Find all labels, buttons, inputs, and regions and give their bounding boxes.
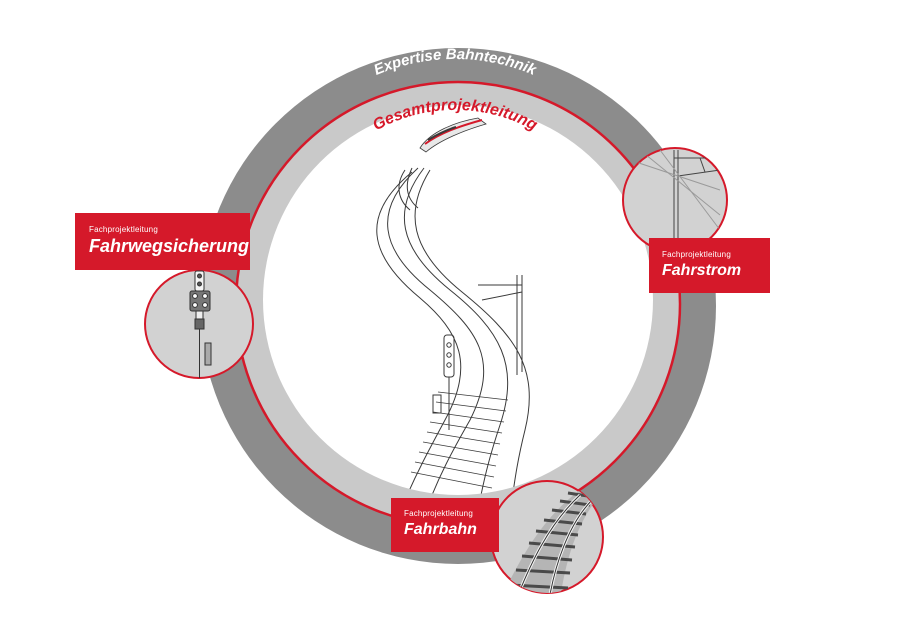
- fahrwegsicherung-sub: Fachprojektleitung: [89, 225, 158, 234]
- railway-signal-icon: [189, 270, 212, 378]
- fahrbahn-box: [391, 498, 499, 552]
- fahrstrom-title: Fahrstrom: [662, 262, 742, 279]
- train-icon: [419, 117, 487, 153]
- track-inset: [490, 480, 604, 594]
- fahrbahn-title: Fahrbahn: [404, 521, 477, 538]
- fahrbahn-label: Fachprojektleitung Fahrbahn: [391, 498, 499, 552]
- fahrwegsicherung-box: [75, 213, 250, 270]
- fahrstrom-sub: Fachprojektleitung: [662, 250, 731, 259]
- center-area: [263, 105, 653, 495]
- fahrbahn-sub: Fachprojektleitung: [404, 509, 473, 518]
- fahrstrom-box: [649, 238, 770, 293]
- catenary-inset: [622, 147, 728, 253]
- fahrwegsicherung-label: Fachprojektleitung Fahrwegsicherung: [75, 213, 250, 270]
- fahrstrom-label: Fachprojektleitung Fahrstrom: [649, 238, 770, 293]
- fahrwegsicherung-title: Fahrwegsicherung: [89, 236, 250, 256]
- signal-inset: [144, 269, 254, 379]
- railway-track-illustration: [376, 167, 530, 495]
